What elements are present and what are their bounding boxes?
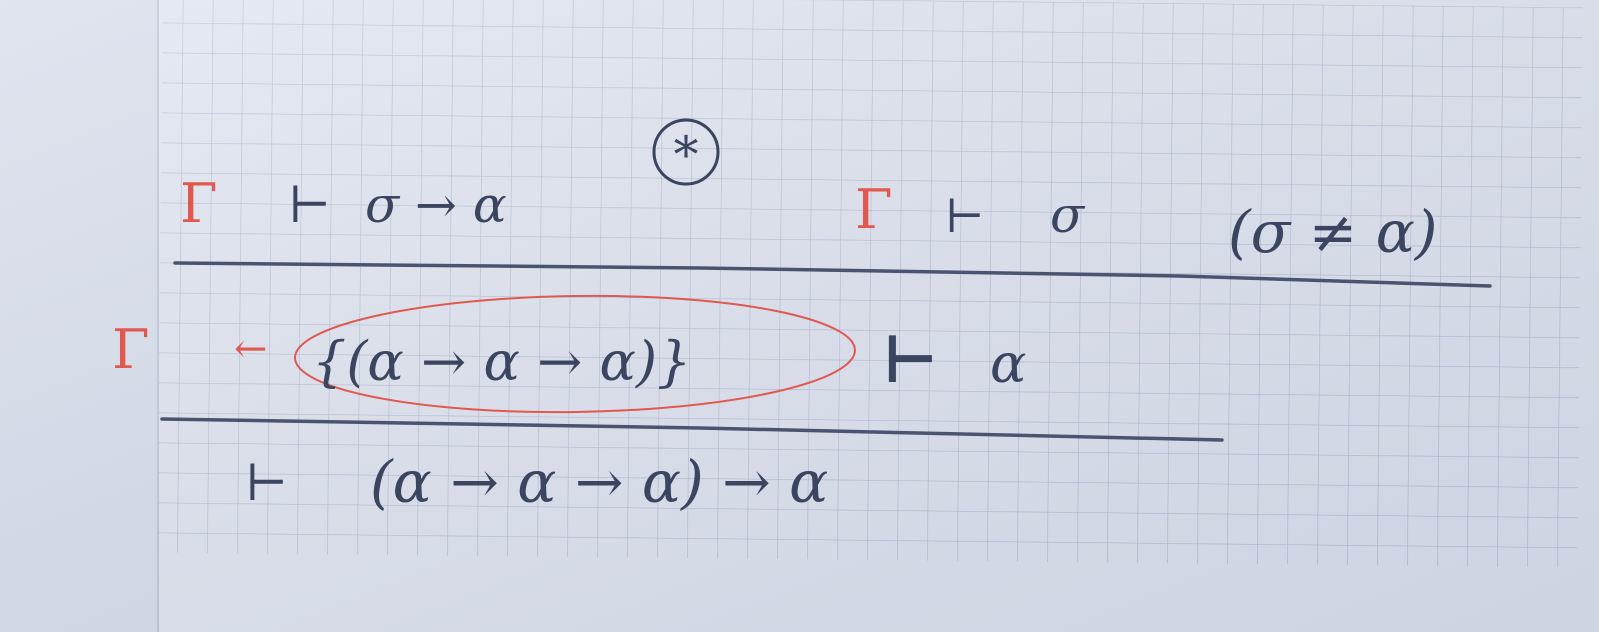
sequent-turnstile: ⊢ [882, 323, 939, 398]
premise-left-turnstile: ⊢ [288, 176, 331, 234]
conclusion-turnstile: ⊢ [245, 454, 288, 512]
sequent-context: {(α → α → α)} [312, 330, 691, 393]
star-circle [652, 118, 720, 186]
premise-right-gamma: Γ [855, 178, 892, 241]
sequent-gamma: Γ [112, 318, 149, 381]
premise-right-turnstile: ⊢ [945, 189, 985, 243]
conclusion-formula: (α → α → α) → α [370, 448, 828, 516]
sequent-arrow: ← [234, 326, 268, 372]
premise-left-gamma: Γ [180, 172, 217, 235]
highlight-ellipse [294, 294, 856, 414]
inference-line-bottom [160, 417, 1224, 442]
inference-line-top [173, 261, 1492, 288]
side-condition: (σ ≠ α) [1228, 198, 1438, 266]
premise-right-formula: σ [1050, 186, 1086, 244]
star-mark: * [674, 126, 699, 184]
sequent-formula: α [990, 332, 1026, 395]
premise-left-formula: σ → α [365, 176, 507, 234]
